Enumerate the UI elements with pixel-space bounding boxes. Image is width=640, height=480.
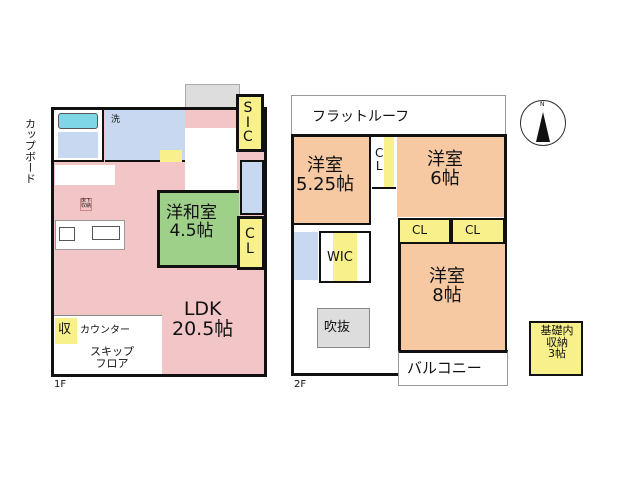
japanese-room: 洋和室 4.5帖: [157, 190, 239, 268]
bathroom: [54, 110, 104, 162]
room-c-label: 洋室 8帖: [429, 266, 465, 306]
closet-b: CL: [451, 218, 505, 244]
room-a-label: 洋室 5.25帖: [296, 155, 355, 195]
sic-label: S I C: [243, 100, 253, 146]
storage-label: 収: [58, 322, 72, 337]
balcony: バルコニー: [398, 350, 508, 386]
kitchen-counter: [55, 220, 125, 250]
north-label: N: [540, 101, 545, 108]
north-arrow-icon: [536, 112, 550, 142]
wash-label: 洗: [111, 115, 121, 125]
room-b-label: 洋室 6帖: [427, 149, 463, 189]
japanese-room-label: 洋和室 4.5帖: [166, 203, 217, 241]
closet-fill: [384, 137, 394, 187]
wic: WIC: [319, 231, 371, 283]
closet-2f-vertical: C L: [372, 137, 396, 189]
wic-fill: [333, 233, 357, 281]
underfloor-storage-label: 床下 収納: [80, 198, 93, 211]
skip-floor-label: スキップ フロア: [90, 345, 134, 370]
cl-vertical-label: C L: [375, 146, 384, 173]
cl2-label: CL: [465, 223, 481, 237]
western-room-8: 洋室 8帖: [398, 244, 505, 350]
floor2-label: 2F: [294, 379, 307, 390]
void: 吹抜: [317, 308, 370, 348]
counter-label: カウンター: [80, 325, 130, 336]
toilet: [240, 160, 264, 215]
closet-a: CL: [398, 218, 451, 244]
toilet-2f: [294, 232, 318, 280]
void-label: 吹抜: [324, 320, 351, 335]
storage-small: [160, 150, 182, 162]
ldk-label: LDK 20.5帖: [172, 298, 234, 340]
basement-storage: 基礎内 収納 3帖: [529, 321, 583, 376]
compass: N: [520, 100, 566, 146]
storage-1f: 収: [55, 318, 77, 344]
flat-roof-label: フラットルーフ: [312, 109, 410, 125]
western-room-5-25: 洋室 5.25帖: [294, 137, 371, 225]
bathtub-icon: [58, 113, 98, 129]
bath-floor: [58, 132, 98, 158]
floor1-label: 1F: [54, 379, 67, 390]
flat-roof: フラットルーフ: [291, 95, 506, 137]
cl-label: C L: [245, 226, 255, 257]
cupboard-label: カップボード: [23, 118, 37, 184]
sic-closet: S I C: [236, 94, 264, 152]
basement-storage-label: 基礎内 収納 3帖: [540, 324, 574, 361]
stove-icon: [59, 227, 75, 241]
cl1-label: CL: [412, 223, 428, 237]
cupboard-area: [55, 165, 115, 185]
sink-icon: [92, 226, 120, 240]
closet-1f: C L: [237, 216, 265, 270]
western-room-6: 洋室 6帖: [397, 137, 504, 217]
balcony-label: バルコニー: [407, 359, 482, 377]
wic-label: WIC: [327, 250, 353, 265]
